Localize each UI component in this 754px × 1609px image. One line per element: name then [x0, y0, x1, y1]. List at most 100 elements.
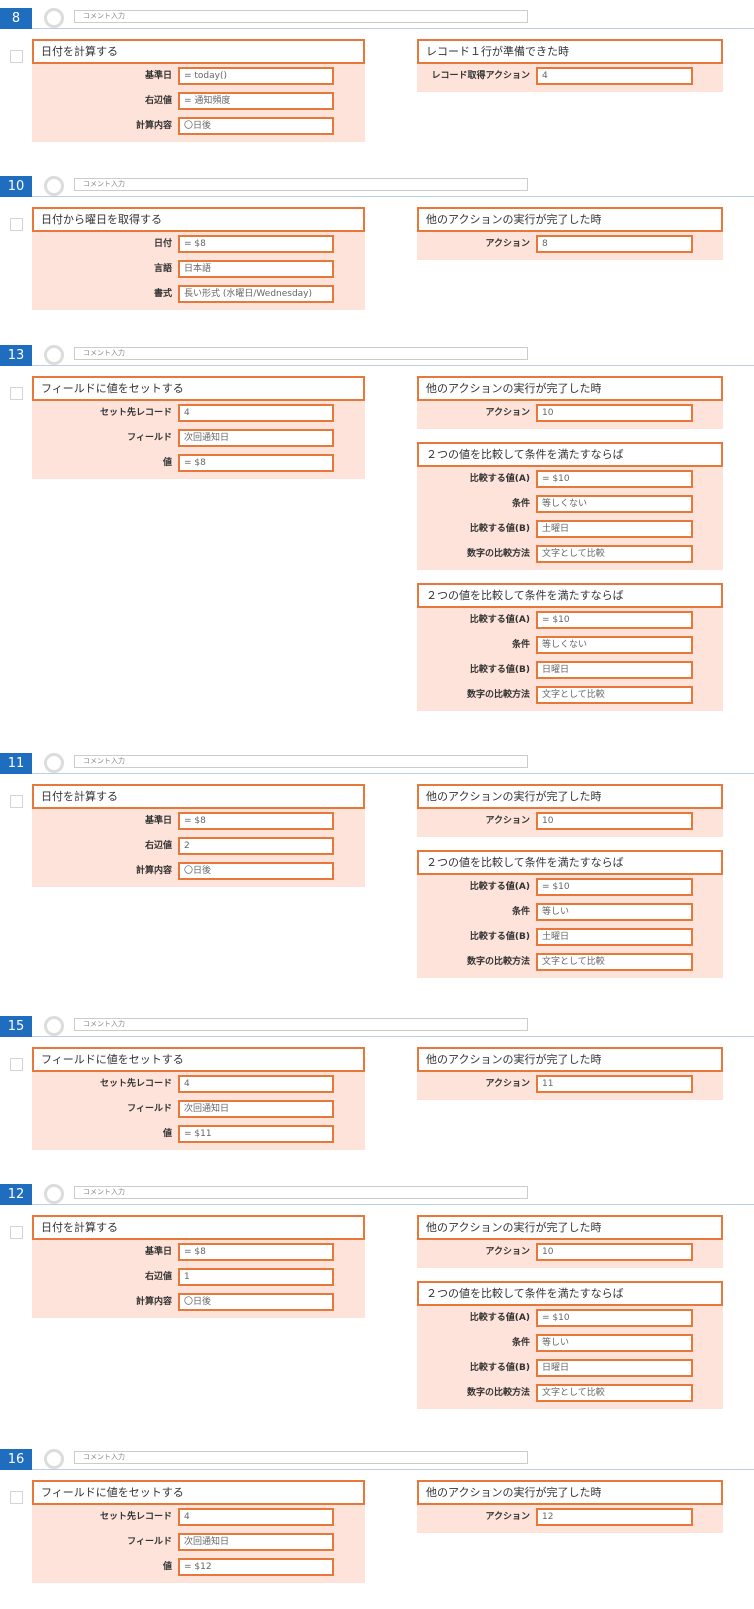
field-value-input[interactable]: = $12 — [178, 1558, 334, 1576]
field-value-input[interactable]: 土曜日 — [536, 520, 693, 538]
panel-title[interactable]: レコード１行が準備できた時 — [417, 39, 723, 64]
panel-title[interactable]: ２つの値を比較して条件を満たすならば — [417, 1281, 723, 1306]
field-value-input[interactable]: 12 — [536, 1508, 693, 1526]
field-value-input[interactable]: 土曜日 — [536, 928, 693, 946]
select-checkbox[interactable] — [10, 50, 23, 63]
field-value-input[interactable]: 11 — [536, 1075, 693, 1093]
field-value-input[interactable]: 等しい — [536, 903, 693, 921]
select-checkbox[interactable] — [10, 218, 23, 231]
comment-input[interactable]: コメント入力 — [74, 347, 528, 360]
panel-title[interactable]: ２つの値を比較して条件を満たすならば — [417, 442, 723, 467]
panel-title[interactable]: 日付を計算する — [32, 784, 365, 809]
comment-input[interactable]: コメント入力 — [74, 178, 528, 191]
panel-title[interactable]: フィールドに値をセットする — [32, 376, 365, 401]
select-checkbox[interactable] — [10, 1226, 23, 1239]
panel-title[interactable]: 日付を計算する — [32, 39, 365, 64]
field-value-input[interactable]: = $8 — [178, 812, 334, 830]
field-value-input[interactable]: 日曜日 — [536, 1359, 693, 1377]
panel-title[interactable]: 他のアクションの実行が完了した時 — [417, 376, 723, 401]
field-label: 比較する値(B) — [469, 932, 530, 942]
field-value-input[interactable]: = today() — [178, 67, 334, 85]
field-value-input[interactable]: 文字として比較 — [536, 545, 693, 563]
field-value-input[interactable]: 文字として比較 — [536, 686, 693, 704]
field-value-input[interactable]: 〇日後 — [178, 117, 334, 135]
loading-ring-icon — [44, 1016, 64, 1036]
field-value-input[interactable]: = $10 — [536, 611, 693, 629]
field-value-input[interactable]: 4 — [178, 1508, 334, 1526]
field-value-input[interactable]: = $10 — [536, 1309, 693, 1327]
action-panel: 日付を計算する基準日= today()右辺値= 通知頻度計算内容〇日後 — [32, 39, 365, 142]
comment-input[interactable]: コメント入力 — [74, 1451, 528, 1464]
field-label: 条件 — [511, 907, 530, 917]
select-checkbox[interactable] — [10, 387, 23, 400]
field-value-input[interactable]: 10 — [536, 812, 693, 830]
field-value-input[interactable]: 〇日後 — [178, 862, 334, 880]
field-value-input[interactable]: = $8 — [178, 454, 334, 472]
select-checkbox[interactable] — [10, 795, 23, 808]
field-value-input[interactable]: 長い形式 (水曜日/Wednesday) — [178, 285, 334, 303]
panel-title[interactable]: フィールドに値をセットする — [32, 1047, 365, 1072]
block-divider — [32, 196, 754, 197]
field-value-input[interactable]: 等しくない — [536, 636, 693, 654]
field-value-input[interactable]: = $11 — [178, 1125, 334, 1143]
field-value-input[interactable]: 日曜日 — [536, 661, 693, 679]
field-value-input[interactable]: = 通知頻度 — [178, 92, 334, 110]
field-value-input[interactable]: 等しい — [536, 1334, 693, 1352]
field-label: 条件 — [511, 1338, 530, 1348]
field-value-input[interactable]: = $8 — [178, 1243, 334, 1261]
panel-title[interactable]: 日付を計算する — [32, 1215, 365, 1240]
field-value-input[interactable]: 2 — [178, 837, 334, 855]
field-value-input[interactable]: 日本語 — [178, 260, 334, 278]
field-value-input[interactable]: 次回通知日 — [178, 1533, 334, 1551]
field-label: 数字の比較方法 — [466, 549, 530, 559]
field-value-input[interactable]: = $8 — [178, 235, 334, 253]
comment-input[interactable]: コメント入力 — [74, 10, 528, 23]
panel-title[interactable]: 他のアクションの実行が完了した時 — [417, 1480, 723, 1505]
field-label: 計算内容 — [135, 866, 172, 876]
field-value-input[interactable]: 〇日後 — [178, 1293, 334, 1311]
field-value-input[interactable]: = $10 — [536, 878, 693, 896]
field-value-input[interactable]: 4 — [178, 1075, 334, 1093]
panel-title[interactable]: 他のアクションの実行が完了した時 — [417, 207, 723, 232]
field-value-input[interactable]: 文字として比較 — [536, 1384, 693, 1402]
panel-title[interactable]: ２つの値を比較して条件を満たすならば — [417, 850, 723, 875]
field-value-input[interactable]: 次回通知日 — [178, 429, 334, 447]
field-value-input[interactable]: 10 — [536, 404, 693, 422]
field-value-input[interactable]: 1 — [178, 1268, 334, 1286]
loading-ring-icon — [44, 176, 64, 196]
comment-input[interactable]: コメント入力 — [74, 1018, 528, 1031]
action-number-badge: 13 — [0, 345, 32, 366]
field-value-input[interactable]: 4 — [536, 67, 693, 85]
comment-input[interactable]: コメント入力 — [74, 755, 528, 768]
panel-title[interactable]: 他のアクションの実行が完了した時 — [417, 1047, 723, 1072]
select-checkbox[interactable] — [10, 1491, 23, 1504]
panel-title[interactable]: ２つの値を比較して条件を満たすならば — [417, 583, 723, 608]
select-checkbox[interactable] — [10, 1058, 23, 1071]
field-value-input[interactable]: = $10 — [536, 470, 693, 488]
field-label: 基準日 — [144, 71, 172, 81]
field-value-input[interactable]: 4 — [178, 404, 334, 422]
panel-title[interactable]: 日付から曜日を取得する — [32, 207, 365, 232]
panel-title[interactable]: フィールドに値をセットする — [32, 1480, 365, 1505]
field-value-input[interactable]: 等しくない — [536, 495, 693, 513]
panel-title[interactable]: 他のアクションの実行が完了した時 — [417, 784, 723, 809]
field-value-input[interactable]: 10 — [536, 1243, 693, 1261]
panel-title[interactable]: 他のアクションの実行が完了した時 — [417, 1215, 723, 1240]
block-divider — [32, 1469, 754, 1470]
field-label: 基準日 — [144, 816, 172, 826]
field-value-input[interactable]: 文字として比較 — [536, 953, 693, 971]
field-value-input[interactable]: 次回通知日 — [178, 1100, 334, 1118]
field-value-input[interactable]: 8 — [536, 235, 693, 253]
comment-input[interactable]: コメント入力 — [74, 1186, 528, 1199]
